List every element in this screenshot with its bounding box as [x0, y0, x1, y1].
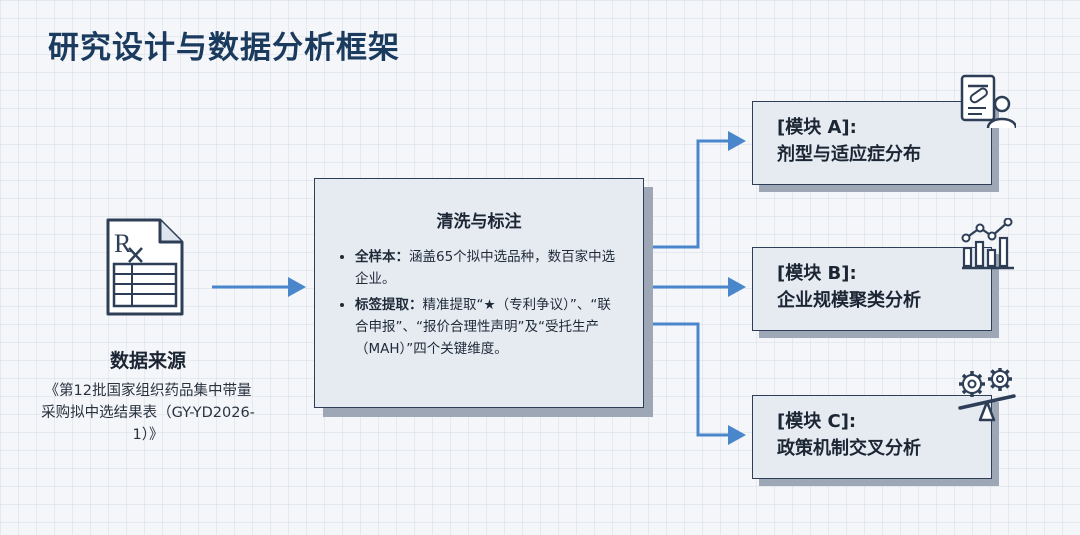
module-b-tag: [模块 B]:	[777, 263, 857, 284]
source-heading: 数据来源	[109, 350, 186, 372]
gears-balance-icon	[958, 368, 1016, 422]
module-b-card: [模块 B]: 企业规模聚类分析	[752, 247, 992, 331]
document-user-icon	[960, 74, 1016, 129]
page-title: 研究设计与数据分析框架	[48, 30, 400, 66]
panel-bullets: 全样本：涵盖65个拟中选品种，数百家中选企业。 标签提取：精准提取“★（专利争议…	[341, 246, 621, 360]
module-c-tag: [模块 C]:	[777, 411, 857, 432]
module-c-name: 政策机制交叉分析	[777, 438, 921, 459]
bar-chart-trend-icon	[961, 218, 1014, 270]
module-c-card: [模块 C]: 政策机制交叉分析	[752, 395, 992, 479]
module-a-card: [模块 A]: 剂型与适应症分布	[752, 101, 992, 185]
module-a-name: 剂型与适应症分布	[777, 144, 921, 165]
arrow-to-module-a	[652, 139, 728, 249]
panel-title: 清洗与标注	[436, 212, 522, 232]
module-a-tag: [模块 A]:	[777, 117, 857, 138]
svg-text:R: R	[114, 229, 132, 258]
bullet-label-extraction: 标签提取：精准提取“★（专利争议）”、“联合申报”、“报价合理性声明”及“受托生…	[355, 294, 621, 360]
arrow-to-module-c	[652, 322, 728, 437]
prescription-document-icon: R	[106, 218, 184, 316]
cleaning-labeling-panel: 清洗与标注 全样本：涵盖65个拟中选品种，数百家中选企业。 标签提取：精准提取“…	[314, 178, 644, 408]
module-b-name: 企业规模聚类分析	[777, 290, 921, 311]
source-description: 《第12批国家组织药品集中带量采购拟中选结果表（GY-YD2026-1）》	[41, 383, 255, 443]
bullet-full-sample: 全样本：涵盖65个拟中选品种，数百家中选企业。	[355, 246, 621, 290]
